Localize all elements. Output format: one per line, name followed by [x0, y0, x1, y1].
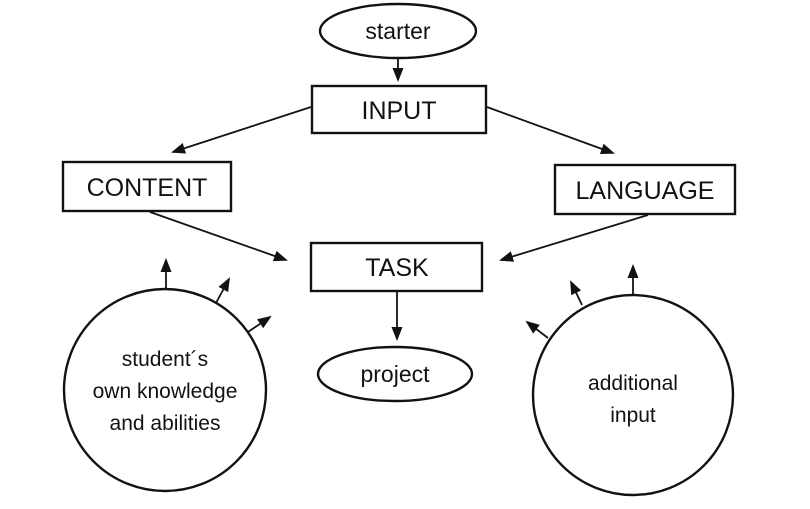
- language-node: [553, 163, 737, 216]
- edge-content-task: [149, 211, 288, 262]
- additional-input-node: [531, 293, 735, 497]
- edge-language-task: [499, 214, 649, 262]
- additional-outward-arrow-3: [525, 320, 549, 339]
- student-outward-arrow-2: [215, 277, 230, 304]
- input-node: [310, 84, 488, 135]
- edge-input-content: [171, 106, 312, 154]
- content-node: [61, 160, 233, 213]
- content-label: CONTENT: [87, 174, 208, 202]
- student-outward-arrow-3: [247, 315, 272, 333]
- edge-input-language: [486, 106, 615, 155]
- task-node: [309, 241, 484, 293]
- student-knowledge-node: [62, 287, 268, 493]
- project-label: project: [360, 361, 430, 387]
- additional-outward-arrow-2: [570, 280, 583, 306]
- student-knowledge-line3: and abilities: [110, 412, 221, 435]
- additional-input-line1: additional: [588, 372, 678, 395]
- task-label: TASK: [365, 254, 429, 282]
- student-knowledge-line1: student´s: [122, 348, 208, 371]
- starter-node: [318, 2, 478, 60]
- language-label: LANGUAGE: [576, 177, 715, 205]
- project-node: [316, 345, 474, 403]
- input-label: INPUT: [362, 97, 437, 125]
- starter-label: starter: [365, 18, 431, 44]
- student-knowledge-line2: own knowledge: [93, 380, 238, 403]
- additional-input-line2: input: [610, 404, 656, 427]
